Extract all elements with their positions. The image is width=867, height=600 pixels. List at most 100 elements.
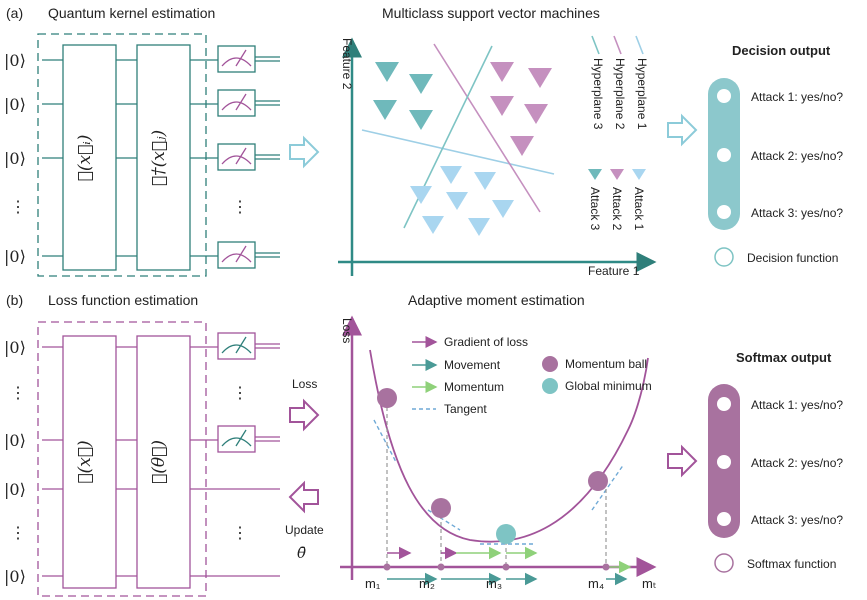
decision-output-title: Decision output bbox=[732, 43, 831, 58]
attack1-marker bbox=[410, 186, 432, 204]
adam-legend: Gradient of loss Movement Momentum Tange… bbox=[412, 335, 652, 416]
panel-b-label: (b) bbox=[6, 292, 23, 308]
legend-attack3: Attack 3 bbox=[588, 187, 602, 231]
measure-icon bbox=[217, 425, 256, 453]
attack3-marker bbox=[409, 74, 433, 94]
attack2-marker bbox=[524, 104, 548, 124]
panel-a: (a) Quantum kernel estimation |0⟩ |0⟩ |0… bbox=[4, 5, 843, 278]
legend-gradient: Gradient of loss bbox=[444, 335, 528, 349]
loss-arrow-label: Loss bbox=[292, 377, 317, 391]
gate-t-theta bbox=[136, 335, 191, 589]
gate-g-dagger-xj bbox=[136, 44, 191, 271]
legend-hyperplane2: Hyperplane 2 bbox=[613, 58, 627, 130]
attack2-marker bbox=[490, 62, 514, 82]
legend-tangent: Tangent bbox=[444, 402, 487, 416]
decision-item-3: Attack 3: yes/no? bbox=[751, 206, 843, 220]
output-node bbox=[717, 512, 731, 526]
softmax-item-3: Attack 3: yes/no? bbox=[751, 513, 843, 527]
qubit-label: |0⟩ bbox=[4, 567, 26, 586]
tick-m4: m₄ bbox=[588, 576, 604, 591]
panel-a-label: (a) bbox=[6, 5, 23, 21]
measure-dots: ⋮ bbox=[232, 197, 248, 216]
measure-icon bbox=[217, 45, 256, 73]
measure-dots: ⋮ bbox=[232, 523, 248, 542]
svm-plot: Feature 2 Feature 1 bbox=[338, 35, 657, 278]
legend-attack1: Attack 1 bbox=[632, 187, 646, 231]
adam-plot: Loss bbox=[340, 315, 657, 591]
attack3-marker bbox=[409, 110, 433, 130]
softmax-function-label: Softmax function bbox=[747, 557, 836, 571]
gate-label: 𝒢†(x⃗ⱼ) bbox=[149, 130, 169, 186]
qubit-dots: ⋮ bbox=[10, 523, 26, 542]
attack1-marker bbox=[468, 218, 490, 236]
attack1-marker bbox=[492, 200, 514, 218]
measure-icon bbox=[217, 143, 256, 171]
legend-hyperplane3: Hyperplane 3 bbox=[591, 58, 605, 130]
qubit-dots: ⋮ bbox=[10, 383, 26, 402]
qubit-label: |0⟩ bbox=[4, 95, 26, 114]
qubit-dots: ⋮ bbox=[10, 197, 26, 216]
hyperplane-2 bbox=[433, 43, 541, 213]
gate-label: 𝒢(x⃗ᵢ) bbox=[75, 135, 95, 182]
tick-m1: m₁ bbox=[365, 576, 381, 591]
tick-mt: mₜ bbox=[642, 576, 657, 591]
legend-movement: Movement bbox=[444, 358, 501, 372]
legend-attack2: Attack 2 bbox=[610, 187, 624, 231]
svm-ylabel: Feature 2 bbox=[340, 38, 354, 90]
svm-legend: Hyperplane 3 Hyperplane 2 Hyperplane 1 A… bbox=[588, 35, 649, 231]
adam-ylabel: Loss bbox=[340, 318, 354, 343]
flow-arrow-icon bbox=[289, 135, 320, 169]
svm-title: Multiclass support vector machines bbox=[382, 5, 600, 21]
tick-m3: m₃ bbox=[486, 576, 502, 591]
legend-momentum: Momentum bbox=[444, 380, 504, 394]
output-node bbox=[717, 148, 731, 162]
axis-tick-dots bbox=[383, 563, 610, 571]
attack1-marker bbox=[440, 166, 462, 184]
attack1-marker bbox=[474, 172, 496, 190]
attack2-marker bbox=[510, 136, 534, 156]
circuit-dashed-box-b bbox=[37, 321, 207, 597]
hyperplane-3 bbox=[403, 45, 493, 229]
attack1-markers bbox=[410, 166, 514, 236]
attack3-markers bbox=[373, 62, 433, 130]
measure-dots: ⋮ bbox=[232, 383, 248, 402]
qubit-label: |0⟩ bbox=[4, 51, 26, 70]
momentum-ball bbox=[431, 498, 451, 518]
measure-icon bbox=[217, 89, 256, 117]
output-node bbox=[717, 89, 731, 103]
qubit-label: |0⟩ bbox=[4, 480, 26, 499]
circuit-dashed-box-a bbox=[37, 33, 207, 277]
update-arrow-label: Update bbox=[285, 523, 324, 537]
qubit-label: |0⟩ bbox=[4, 338, 26, 357]
gate-label: 𝒯(θ⃗) bbox=[149, 440, 169, 484]
theta-bar: θ̄ bbox=[297, 544, 306, 562]
gate-g-x bbox=[62, 335, 117, 589]
update-arrow-icon bbox=[288, 480, 319, 514]
measure-icon bbox=[217, 241, 256, 269]
momentum-ball bbox=[588, 471, 608, 491]
qubit-label: |0⟩ bbox=[4, 149, 26, 168]
qubit-label: |0⟩ bbox=[4, 247, 26, 266]
legend-global-minimum: Global minimum bbox=[565, 379, 652, 393]
flow-arrow-icon bbox=[667, 113, 698, 147]
step-arrows bbox=[387, 546, 632, 586]
legend-momentum-ball: Momentum ball bbox=[565, 357, 647, 371]
measure-icon bbox=[217, 332, 256, 360]
svm-xlabel: Feature 1 bbox=[588, 264, 640, 278]
decision-function-icon bbox=[714, 247, 734, 267]
decision-function-label: Decision function bbox=[747, 251, 838, 265]
decision-item-1: Attack 1: yes/no? bbox=[751, 90, 843, 104]
output-node bbox=[717, 397, 731, 411]
attack1-marker bbox=[422, 216, 444, 234]
qubit-label: |0⟩ bbox=[4, 431, 26, 450]
adam-title: Adaptive moment estimation bbox=[408, 292, 585, 308]
attack2-marker bbox=[490, 96, 514, 116]
panel-b: (b) Loss function estimation |0⟩ ⋮ |0⟩ |… bbox=[4, 292, 843, 597]
output-node bbox=[717, 455, 731, 469]
momentum-ball bbox=[377, 388, 397, 408]
attack3-marker bbox=[373, 100, 397, 120]
tangent-lines bbox=[373, 419, 625, 545]
decision-item-2: Attack 2: yes/no? bbox=[751, 149, 843, 163]
global-minimum-ball bbox=[496, 524, 516, 544]
softmax-item-1: Attack 1: yes/no? bbox=[751, 398, 843, 412]
